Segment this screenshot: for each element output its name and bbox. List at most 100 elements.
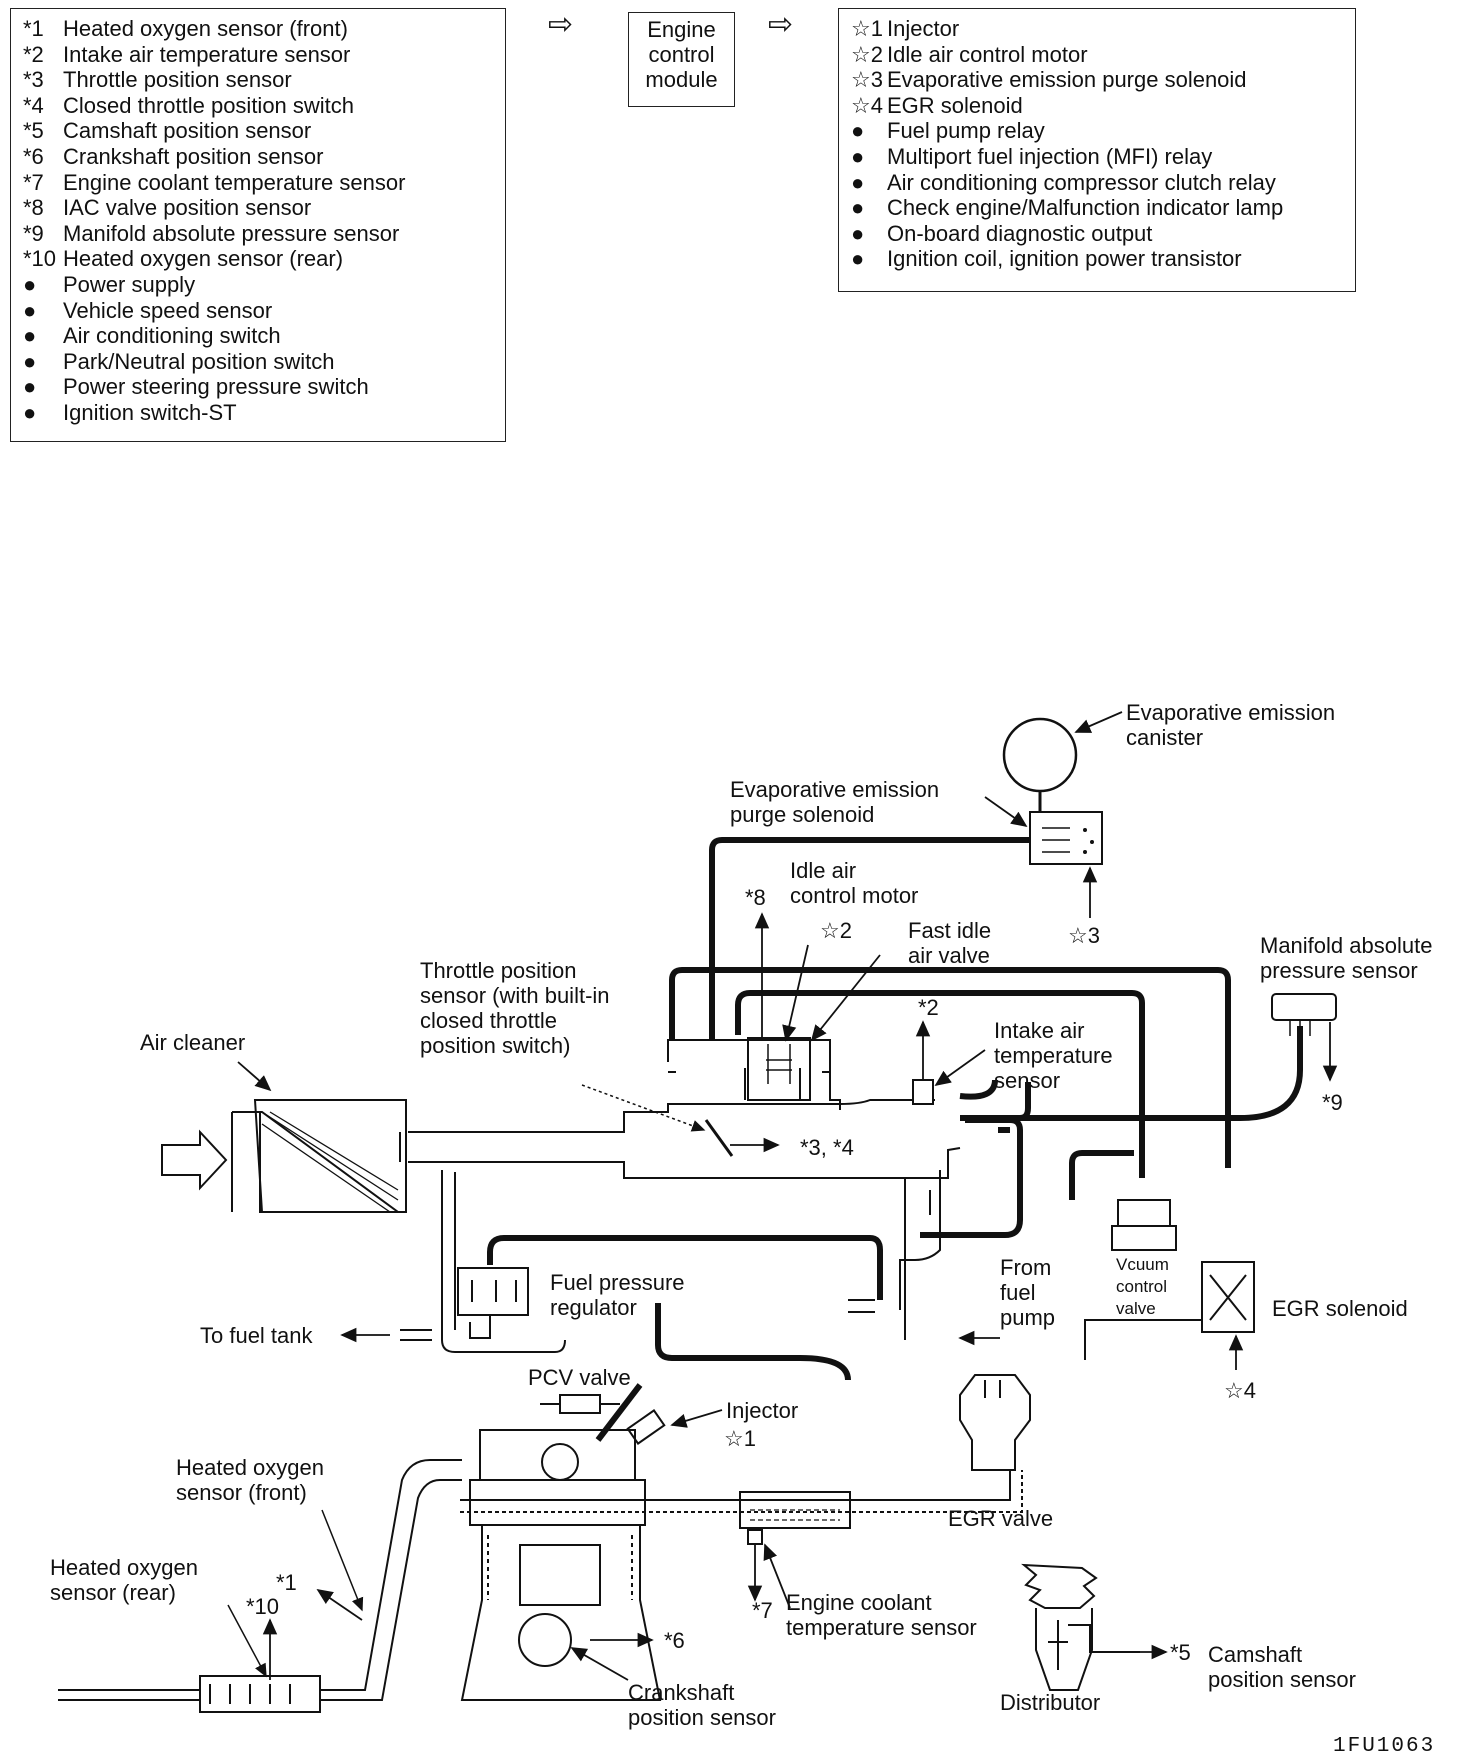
fuel-lines xyxy=(400,1299,875,1353)
label-map-sensor-1: Manifold absolute xyxy=(1260,933,1432,958)
label-camshaft-1: Camshaft xyxy=(1208,1642,1302,1667)
bullet-icon: ● xyxy=(23,399,37,425)
marker-a5: *5 xyxy=(1170,1640,1191,1665)
list-item: ●Air conditioning switch xyxy=(23,323,505,349)
coolant-sensor-shape xyxy=(747,1529,763,1545)
label-throttle-pos-3: closed throttle xyxy=(420,1008,557,1033)
item-label: Vehicle speed sensor xyxy=(63,297,273,323)
label-throttle-pos-2: sensor (with built-in xyxy=(420,983,610,1008)
item-marker: *6 xyxy=(23,143,44,169)
item-marker: ☆4 xyxy=(851,92,883,118)
item-marker: *1 xyxy=(23,16,44,41)
item-marker: *4 xyxy=(23,92,44,118)
label-evap-purge-2: purge solenoid xyxy=(730,802,874,827)
bullet-icon: ● xyxy=(23,271,37,297)
item-label: EGR solenoid xyxy=(887,92,1023,118)
leader-ho2-front xyxy=(321,1509,364,1612)
item-marker: *10 xyxy=(23,246,57,272)
label-evap-canister-2: canister xyxy=(1126,725,1203,750)
label-from-fuel-pump-1: From xyxy=(1000,1255,1051,1280)
water-jacket-shape xyxy=(739,1491,851,1529)
item-label: Check engine/Malfunction indicator lamp xyxy=(887,195,1284,221)
item-marker: *9 xyxy=(23,220,44,246)
marker-star3: ☆3 xyxy=(1068,923,1100,948)
list-item: ●Vehicle speed sensor xyxy=(23,298,505,324)
label-pcv-valve: PCV valve xyxy=(528,1365,631,1390)
label-throttle-pos-1: Throttle position xyxy=(420,958,577,983)
item-label: Closed throttle position switch xyxy=(63,92,355,118)
item-label: Camshaft position sensor xyxy=(63,118,312,144)
label-fuel-pressure-2: regulator xyxy=(550,1295,637,1320)
marker-a7: *7 xyxy=(752,1598,773,1623)
item-label: Ignition switch-ST xyxy=(63,399,237,425)
marker-star2: ☆2 xyxy=(820,918,852,943)
label-camshaft-2: position sensor xyxy=(1208,1667,1356,1692)
bullet-icon: ● xyxy=(851,246,865,272)
item-label: Heated oxygen sensor (rear) xyxy=(63,246,344,272)
label-coolant-2: temperature sensor xyxy=(786,1615,977,1640)
bullet-icon: ● xyxy=(851,169,865,195)
item-marker: *2 xyxy=(23,41,44,67)
idle-air-control-motor-shape xyxy=(747,1037,811,1101)
marker-a2: *2 xyxy=(918,995,939,1020)
item-label: Fuel pump relay xyxy=(887,118,1045,144)
item-label: Throttle position sensor xyxy=(63,67,292,93)
list-item: ●Park/Neutral position switch xyxy=(23,349,505,375)
leader-evap-canister xyxy=(1074,711,1123,733)
label-from-fuel-pump-3: pump xyxy=(1000,1305,1055,1330)
list-item: ●Check engine/Malfunction indicator lamp xyxy=(851,195,1355,221)
label-vacuum-valve-3: valve xyxy=(1116,1299,1156,1318)
leader-throttle-position xyxy=(581,1084,706,1132)
item-label: Park/Neutral position switch xyxy=(63,348,335,374)
fuel-pressure-regulator-shape xyxy=(457,1267,529,1339)
arrow-to-ecm-icon: ⇨ xyxy=(548,8,574,41)
label-ho2-rear-2: sensor (rear) xyxy=(50,1580,176,1605)
list-item: ● Ignition switch-ST xyxy=(23,400,505,426)
label-intake-air-1: Intake air xyxy=(994,1018,1085,1043)
item-marker: *7 xyxy=(23,169,44,195)
label-from-fuel-pump-2: fuel xyxy=(1000,1280,1035,1305)
item-label: Heated oxygen sensor (front) xyxy=(63,16,348,41)
label-idle-air-2: control motor xyxy=(790,883,918,908)
item-label: Manifold absolute pressure sensor xyxy=(63,220,400,246)
marker-a8: *8 xyxy=(745,885,766,910)
item-label: Evaporative emission purge solenoid xyxy=(887,67,1247,93)
leader-intake-air xyxy=(934,1049,986,1087)
leader-idle-air xyxy=(782,944,809,1042)
list-item: *4 Closed throttle position switch xyxy=(23,93,505,119)
item-label: Intake air temperature sensor xyxy=(63,41,351,67)
item-marker: *5 xyxy=(23,118,44,144)
input-signals-list: *1 Heated oxygen sensor (front) *2 Intake a… xyxy=(23,16,505,426)
item-label: Air conditioning switch xyxy=(63,323,281,349)
label-vacuum-valve-1: Vcuum xyxy=(1116,1255,1169,1274)
list-item: ●Fuel pump relay xyxy=(851,118,1355,144)
evap-canister-shape xyxy=(1002,717,1078,793)
list-item: *2 Intake air temperature sensor xyxy=(23,42,505,68)
arrow-from-ecm-icon: ⇨ xyxy=(768,8,794,41)
item-label: Idle air control motor xyxy=(887,41,1088,67)
label-coolant-1: Engine coolant xyxy=(786,1590,932,1615)
label-evap-canister-1: Evaporative emission xyxy=(1126,700,1335,725)
marker-star4: ☆4 xyxy=(1224,1378,1256,1403)
leader-ho2-rear xyxy=(227,1604,267,1678)
item-marker: *3 xyxy=(23,67,44,93)
leader-coolant xyxy=(763,1543,791,1609)
map-sensor-shape xyxy=(1271,993,1337,1021)
label-crankshaft-2: position sensor xyxy=(628,1705,776,1730)
air-cleaner-shape xyxy=(231,1099,407,1213)
list-item: *5 Camshaft position sensor xyxy=(23,118,505,144)
diagram-labels: Evaporative emission canister Evaporativ… xyxy=(50,700,1432,1730)
vacuum-control-valve-shape xyxy=(1111,1199,1177,1251)
bullet-icon: ● xyxy=(851,220,865,246)
item-label: IAC valve position sensor xyxy=(63,195,312,221)
leader-injector xyxy=(670,1409,723,1428)
list-item: ●Ignition coil, ignition power transisto… xyxy=(851,246,1355,272)
list-item: ●On-board diagnostic output xyxy=(851,221,1355,247)
item-label: Injector xyxy=(887,16,960,41)
